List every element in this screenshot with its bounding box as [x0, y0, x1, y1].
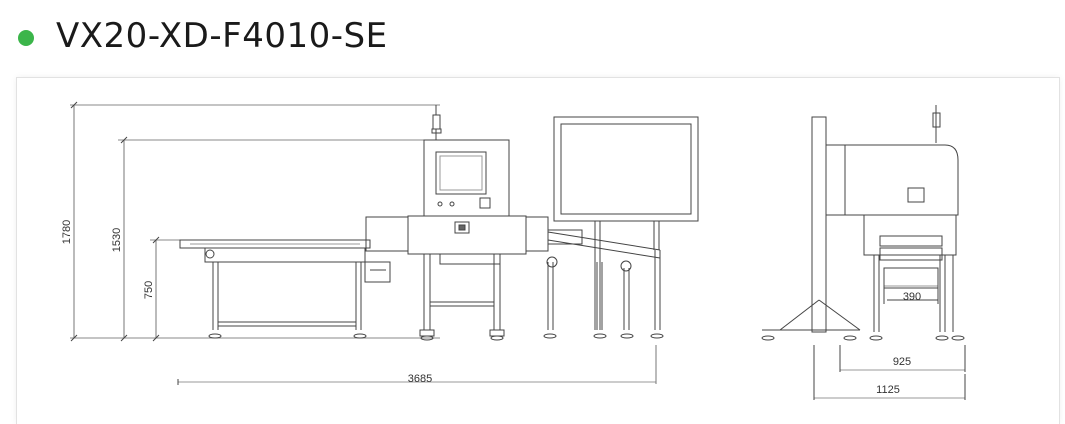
status-dot-icon	[18, 30, 34, 46]
dim-height-conveyor: 750	[143, 281, 155, 299]
dim-total-width: 1125	[876, 384, 900, 396]
dim-base-width: 925	[893, 356, 911, 368]
model-title: VX20-XD-F4010-SE	[56, 16, 388, 56]
title-row: VX20-XD-F4010-SE	[18, 14, 388, 58]
dim-inner-width: 390	[903, 291, 921, 303]
dim-height-total: 1780	[61, 220, 73, 244]
dim-length-total: 3685	[408, 373, 432, 385]
dim-height-machine: 1530	[111, 228, 123, 252]
